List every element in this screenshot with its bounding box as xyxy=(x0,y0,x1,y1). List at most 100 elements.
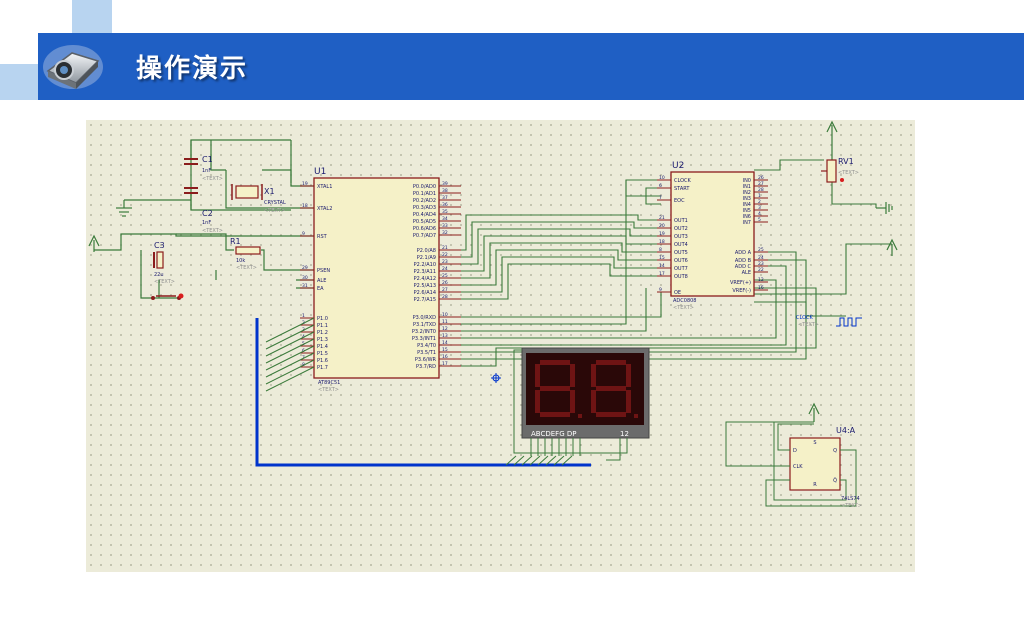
u2-pin-label: IN1 xyxy=(743,184,751,190)
u1-pin-label: P1.2 xyxy=(317,330,328,336)
u1-pin-number: 32 xyxy=(442,230,448,236)
x1-text: <TEXT> xyxy=(264,208,285,214)
u2-pin-number: 8 xyxy=(659,247,662,253)
clock-text: <TEXT> xyxy=(798,322,819,328)
u1-pin-label: P1.3 xyxy=(317,337,328,343)
junction-marker xyxy=(491,373,501,383)
u4-pin-label: D xyxy=(793,448,797,454)
u1-pin-number: 24 xyxy=(442,266,448,272)
u1-pin-label: P2.0/A8 xyxy=(417,248,436,254)
power-symbols xyxy=(88,120,898,422)
u2-pin-label: EOC xyxy=(674,198,685,204)
seven-segment-display: ABCDEFG DP 12 xyxy=(513,347,650,461)
u1-pin-label: P1.4 xyxy=(317,344,328,350)
u2-pin-number: 16 xyxy=(758,285,764,291)
u1-pin-label: P1.6 xyxy=(317,358,328,364)
u1-pin-number: 36 xyxy=(442,202,448,208)
title-bar xyxy=(38,33,1024,100)
u1-pin-number: 25 xyxy=(442,273,448,279)
u2-pin-number: 27 xyxy=(758,181,764,187)
u1-pin-label: P0.6/AD6 xyxy=(413,226,436,232)
display-pin-labels: ABCDEFG DP xyxy=(531,430,576,438)
u1-pin-label: P3.7/RD xyxy=(416,364,436,370)
segment xyxy=(570,364,575,387)
u2-pin-label: OE xyxy=(674,290,681,296)
u1-pin-number: 14 xyxy=(442,340,448,346)
u1-pin-label: P2.7/A15 xyxy=(414,297,436,303)
u1-pin-number: 26 xyxy=(442,280,448,286)
r1-text: <TEXT> xyxy=(236,265,257,271)
clock-source: CLOCK <TEXT> xyxy=(796,315,862,328)
u2-pin-number: 7 xyxy=(659,195,662,201)
segment xyxy=(570,390,575,413)
x1-value: CRYSTAL xyxy=(264,200,286,206)
c3-text: <TEXT> xyxy=(154,279,175,285)
u1-pin-label: RST xyxy=(317,234,328,240)
u2-pin-number: 9 xyxy=(659,287,662,293)
u2-pin-number: 6 xyxy=(659,183,662,189)
u1-pin-number: 35 xyxy=(442,209,448,215)
segment xyxy=(540,412,570,417)
capacitor-c2: C2 1nF <TEXT> xyxy=(184,187,223,234)
header-decoration-top xyxy=(72,0,112,34)
u2-pin-label: OUT8 xyxy=(674,274,688,280)
u2-pin-label: IN0 xyxy=(743,178,751,184)
u4-pin-label: Q xyxy=(833,448,837,454)
u1-pin-label: P2.1/A9 xyxy=(417,255,436,261)
u1-pin-label: P0.0/AD0 xyxy=(413,184,436,190)
segment xyxy=(535,390,540,413)
u2-pin-label: OUT4 xyxy=(674,242,688,248)
decimal-point xyxy=(578,414,582,418)
segment xyxy=(540,360,570,365)
segment xyxy=(626,364,631,387)
u1-pin-number: 10 xyxy=(442,312,448,318)
r1-ref: R1 xyxy=(230,237,241,246)
u2-pin-label: IN3 xyxy=(743,196,751,202)
segment xyxy=(626,390,631,413)
segment xyxy=(535,364,540,387)
u2-pin-label: IN4 xyxy=(743,202,751,208)
u1-pin-label: XTAL2 xyxy=(317,206,332,212)
u2-pin-number: 14 xyxy=(659,263,665,269)
u2-ref: U2 xyxy=(672,161,684,171)
u2-pin-number: 21 xyxy=(659,215,665,221)
u2-pin-number: 22 xyxy=(758,267,764,273)
u2-pin-label: OUT3 xyxy=(674,234,688,240)
u2-pin-label: IN5 xyxy=(743,208,751,214)
rv1-ref: RV1 xyxy=(838,157,854,166)
u1-pin-number: 12 xyxy=(442,326,448,332)
u1-pin-label: P0.5/AD5 xyxy=(413,219,436,225)
c1-ref: C1 xyxy=(202,155,213,164)
u4-ref: U4:A xyxy=(836,426,856,435)
u1-pin-label: P3.6/WR xyxy=(415,357,437,363)
u1-pin-label: EA xyxy=(317,286,324,292)
u2-pin-number: 24 xyxy=(758,255,764,261)
segment xyxy=(540,386,570,391)
u2-pin-number: 15 xyxy=(659,255,665,261)
u1-pin-label: P3.1/TXD xyxy=(413,322,436,328)
u4-pin-label: R xyxy=(813,482,817,488)
u1-pin-label: PSEN xyxy=(317,268,330,274)
u1-pin-label: P1.1 xyxy=(317,323,328,329)
c2-ref: C2 xyxy=(202,209,213,218)
reset-button xyxy=(151,293,184,300)
u2-pin-number: 23 xyxy=(758,261,764,267)
u1-pin-label: P2.4/A12 xyxy=(414,276,436,282)
c1-value: 1nF xyxy=(202,168,211,174)
u2-pin-number: 17 xyxy=(659,271,665,277)
u2-pin-label: VREF(+) xyxy=(730,280,751,286)
u1-pin-label: P3.2/INT0 xyxy=(412,329,436,335)
u2-text: <TEXT> xyxy=(673,305,694,311)
u4-pin-label: Q̄ xyxy=(833,477,837,484)
u2-part: ADC0808 xyxy=(673,298,697,304)
u1-pin-number: 11 xyxy=(442,319,448,325)
u1-pin-label: P0.4/AD4 xyxy=(413,212,436,218)
segment xyxy=(596,386,626,391)
u2-pin-number: 1 xyxy=(758,193,761,199)
segment xyxy=(591,364,596,387)
u1-pin-label: P0.2/AD2 xyxy=(413,198,436,204)
u1-pin-label: XTAL1 xyxy=(317,184,332,190)
